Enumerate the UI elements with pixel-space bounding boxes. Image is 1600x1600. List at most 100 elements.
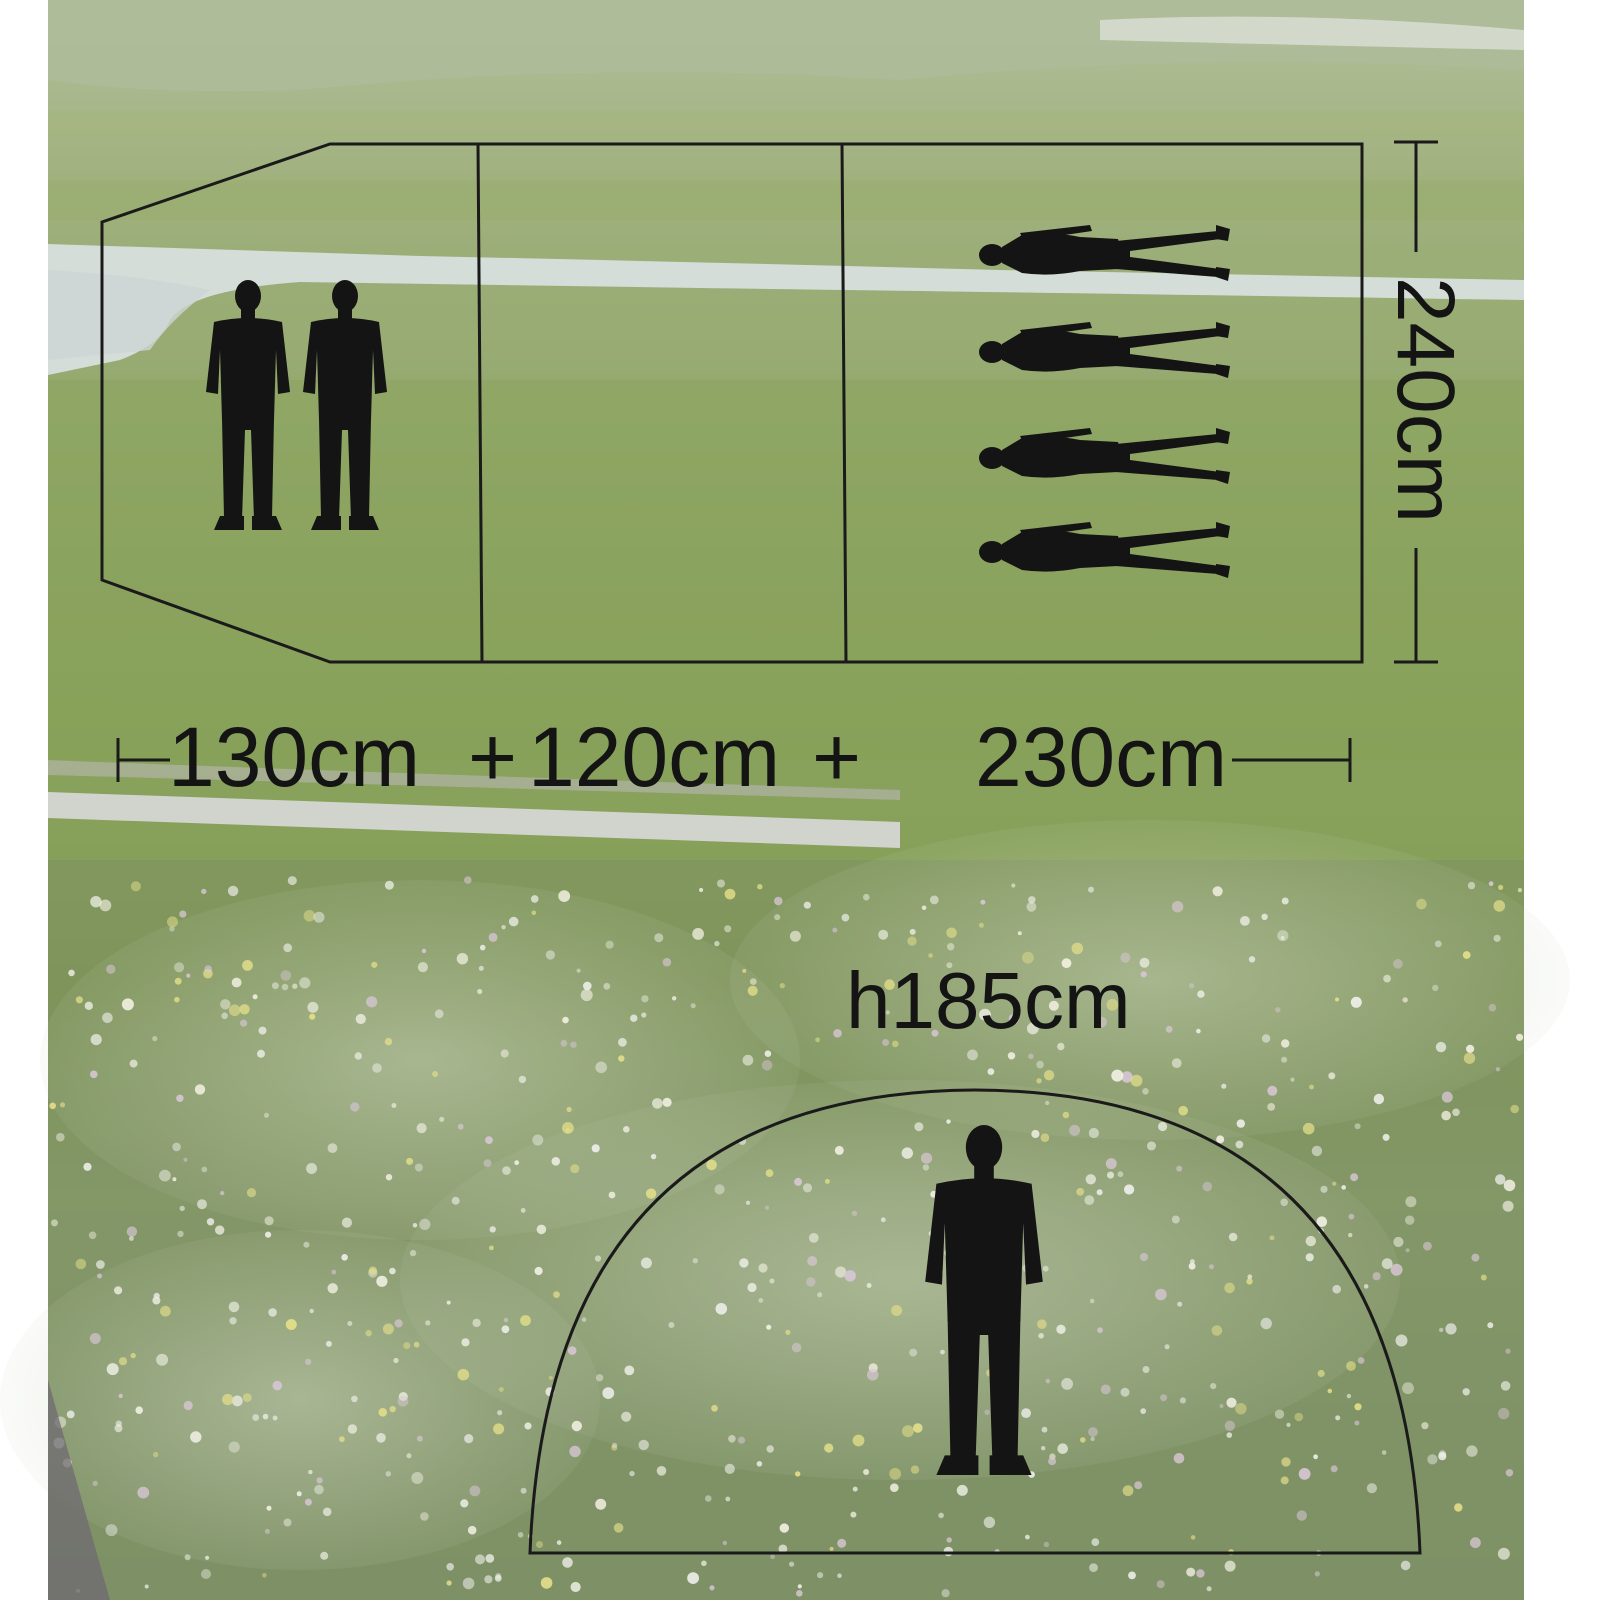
wildflower (566, 1106, 572, 1113)
wildflower (204, 965, 213, 973)
wildflower (1452, 1108, 1460, 1117)
wildflower (508, 916, 519, 927)
wildflower (524, 1422, 532, 1430)
wildflower (1462, 951, 1471, 959)
wildflower (331, 1269, 337, 1275)
wildflower (129, 1236, 134, 1241)
wildflower (1373, 1093, 1385, 1105)
wildflower (351, 1395, 358, 1403)
wildflower (341, 1254, 348, 1261)
wildflower (841, 913, 850, 922)
wildflower (902, 1425, 914, 1438)
wildflower (1106, 998, 1119, 1011)
wildflower (1294, 1412, 1304, 1422)
wildflower (184, 1554, 191, 1561)
wildflower (1346, 1393, 1352, 1399)
wildflower (1400, 1560, 1411, 1571)
wildflower (920, 1152, 933, 1164)
wildflower (500, 1049, 509, 1058)
wildflower (562, 1122, 574, 1134)
wildflower (1466, 1445, 1478, 1457)
wildflower (1209, 1264, 1214, 1270)
wildflower (1120, 1387, 1130, 1397)
wildflower (520, 1315, 531, 1326)
wildflower (403, 1342, 411, 1350)
wildflower (602, 1387, 615, 1399)
wildflower (1405, 1248, 1410, 1253)
wildflower (1117, 1171, 1124, 1178)
wildflower (1076, 1187, 1085, 1196)
wildflower (1031, 1129, 1040, 1139)
wildflower (485, 1554, 495, 1563)
wildflower (941, 1589, 950, 1598)
wildflower (761, 1060, 773, 1071)
wildflower (264, 1112, 269, 1118)
wildflower (174, 962, 185, 973)
wildflower (690, 1003, 696, 1009)
wildflower (931, 1029, 939, 1037)
wildflower (778, 1544, 788, 1554)
wildflower (368, 1266, 378, 1275)
wildflower (1179, 1397, 1186, 1404)
wildflower (946, 927, 957, 939)
wildflower (722, 1540, 727, 1546)
wildflower (285, 1319, 297, 1330)
wildflower (570, 1581, 581, 1593)
wildflower (1142, 1088, 1149, 1095)
wildflower (309, 1013, 316, 1020)
wildflower (1354, 1403, 1362, 1411)
wildflower (548, 1375, 553, 1380)
wildflower (1186, 1567, 1196, 1577)
wildflower (1173, 1453, 1185, 1464)
wildflower (1120, 952, 1131, 963)
wildflower (1043, 1541, 1050, 1548)
wildflower (817, 1572, 824, 1579)
wildflower (228, 1441, 240, 1453)
wildflower (201, 888, 207, 895)
wildflower (978, 922, 984, 928)
wildflower (483, 1159, 492, 1168)
wildflower (909, 928, 916, 935)
wildflower (837, 1573, 842, 1578)
wildflower (1350, 996, 1362, 1008)
floor-plan-outline (100, 142, 1364, 664)
wildflower (83, 1162, 92, 1171)
wildflower (789, 1561, 795, 1567)
wildflower (283, 943, 293, 953)
wildflower (567, 1346, 577, 1355)
wildflower (692, 1258, 698, 1264)
wildflower (863, 1469, 870, 1475)
wildflower (384, 880, 394, 890)
wildflower (1502, 1200, 1514, 1212)
wildflower (580, 989, 593, 1002)
wildflower (174, 977, 182, 985)
wildflower (1142, 1366, 1150, 1373)
wildflower (186, 973, 191, 978)
wildflower (1275, 1007, 1281, 1013)
wildflower (1164, 1344, 1170, 1350)
wildflower (1025, 1534, 1030, 1540)
wildflower (1332, 1284, 1341, 1294)
wildflower (571, 1420, 582, 1432)
wildflower (1372, 1272, 1381, 1281)
wildflower (1328, 1072, 1336, 1080)
wildflower (75, 996, 83, 1004)
wildflower (662, 1097, 672, 1107)
wildflower (979, 1008, 991, 1021)
wildflower (980, 899, 986, 905)
wildflower (159, 1169, 171, 1182)
wildflower (624, 1365, 635, 1376)
wildflower (706, 1159, 717, 1171)
wildflower (1189, 983, 1195, 989)
wildflower (316, 1477, 323, 1484)
wildflower (1212, 886, 1223, 897)
wildflower (174, 996, 180, 1003)
wildflower (56, 1132, 65, 1142)
wildflower (299, 977, 311, 989)
wildflower (497, 1410, 503, 1416)
wildflower (308, 1469, 313, 1475)
wildflower (1500, 1381, 1511, 1391)
wildflower (1383, 974, 1391, 983)
wildflower (913, 1423, 923, 1433)
wildflower (724, 925, 732, 933)
